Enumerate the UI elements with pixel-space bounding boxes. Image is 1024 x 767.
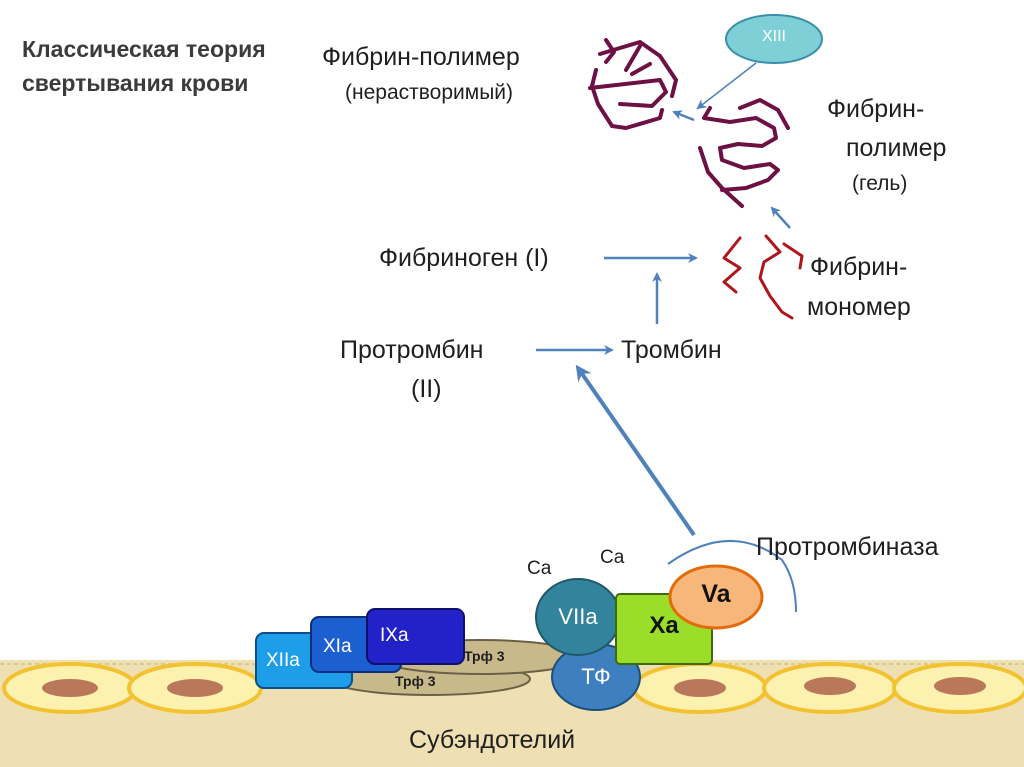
fibrin-polymer-gel-line1: Фибрин- [827, 95, 925, 123]
factor-xiii-label: XIII [761, 28, 786, 45]
factor-ixa-box [366, 608, 465, 665]
prothrombinase-arrow [575, 364, 696, 537]
endothelial-cells [2, 662, 1024, 714]
polymer-to-insoluble-arrow [672, 110, 695, 122]
insoluble-note: (нерастворимый) [345, 81, 514, 104]
fibrinogen-label: Фибриноген (I) [379, 244, 549, 272]
thrombin-label: Тромбин [621, 336, 722, 364]
fibrin-polymer-strands [588, 38, 790, 208]
title-line-1: Классическая теория [22, 36, 266, 62]
fibrin-monomer-line1: Фибрин- [810, 253, 908, 281]
xiii-arrow [696, 62, 757, 110]
prothrombinase-arc [667, 540, 797, 613]
factor-xa-label: Xa [649, 612, 679, 639]
ca-label-1: Ca [527, 558, 552, 579]
trf3-upper-label: Трф 3 [464, 648, 505, 664]
factor-tf-label: ТФ [581, 664, 611, 689]
factor-va-label: Va [701, 580, 731, 608]
cell-nucleus [42, 679, 98, 697]
prothrombin-label: Протромбин [340, 336, 484, 364]
prothrombin-numeral: (II) [411, 375, 442, 403]
factor-ixa-label: IXa [380, 625, 409, 646]
factor-xiia-label: XIIa [266, 650, 300, 671]
fibrin-polymer-insoluble-label: Фибрин-полимер [322, 43, 520, 71]
factor-xiii-ellipse [725, 14, 823, 64]
cell-nucleus [674, 679, 726, 697]
cell-nucleus [804, 677, 856, 695]
monomer-to-gel-arrow [770, 206, 791, 229]
fibrin-monomer-strands [722, 234, 804, 320]
subendothelium-label: Субэндотелий [409, 726, 576, 754]
cell-nucleus [167, 679, 223, 697]
cell-nucleus [934, 677, 986, 695]
factor-viia-label: VIIa [558, 604, 598, 629]
fibrin-polymer-gel-line2: полимер [846, 134, 947, 162]
title-line-2: свертывания крови [22, 70, 249, 96]
factor-va-ellipse [668, 564, 764, 630]
prothrombinase-label: Протромбиназа [756, 533, 939, 561]
fibrin-monomer-line2: мономер [807, 293, 911, 321]
factor-xia-label: XIa [323, 636, 352, 657]
ca-label-2: Ca [600, 547, 625, 568]
slide-title: Классическая теория свертывания крови [22, 32, 266, 100]
trf3-lower-label: Трф 3 [395, 673, 436, 689]
gel-note: (гель) [852, 172, 908, 195]
